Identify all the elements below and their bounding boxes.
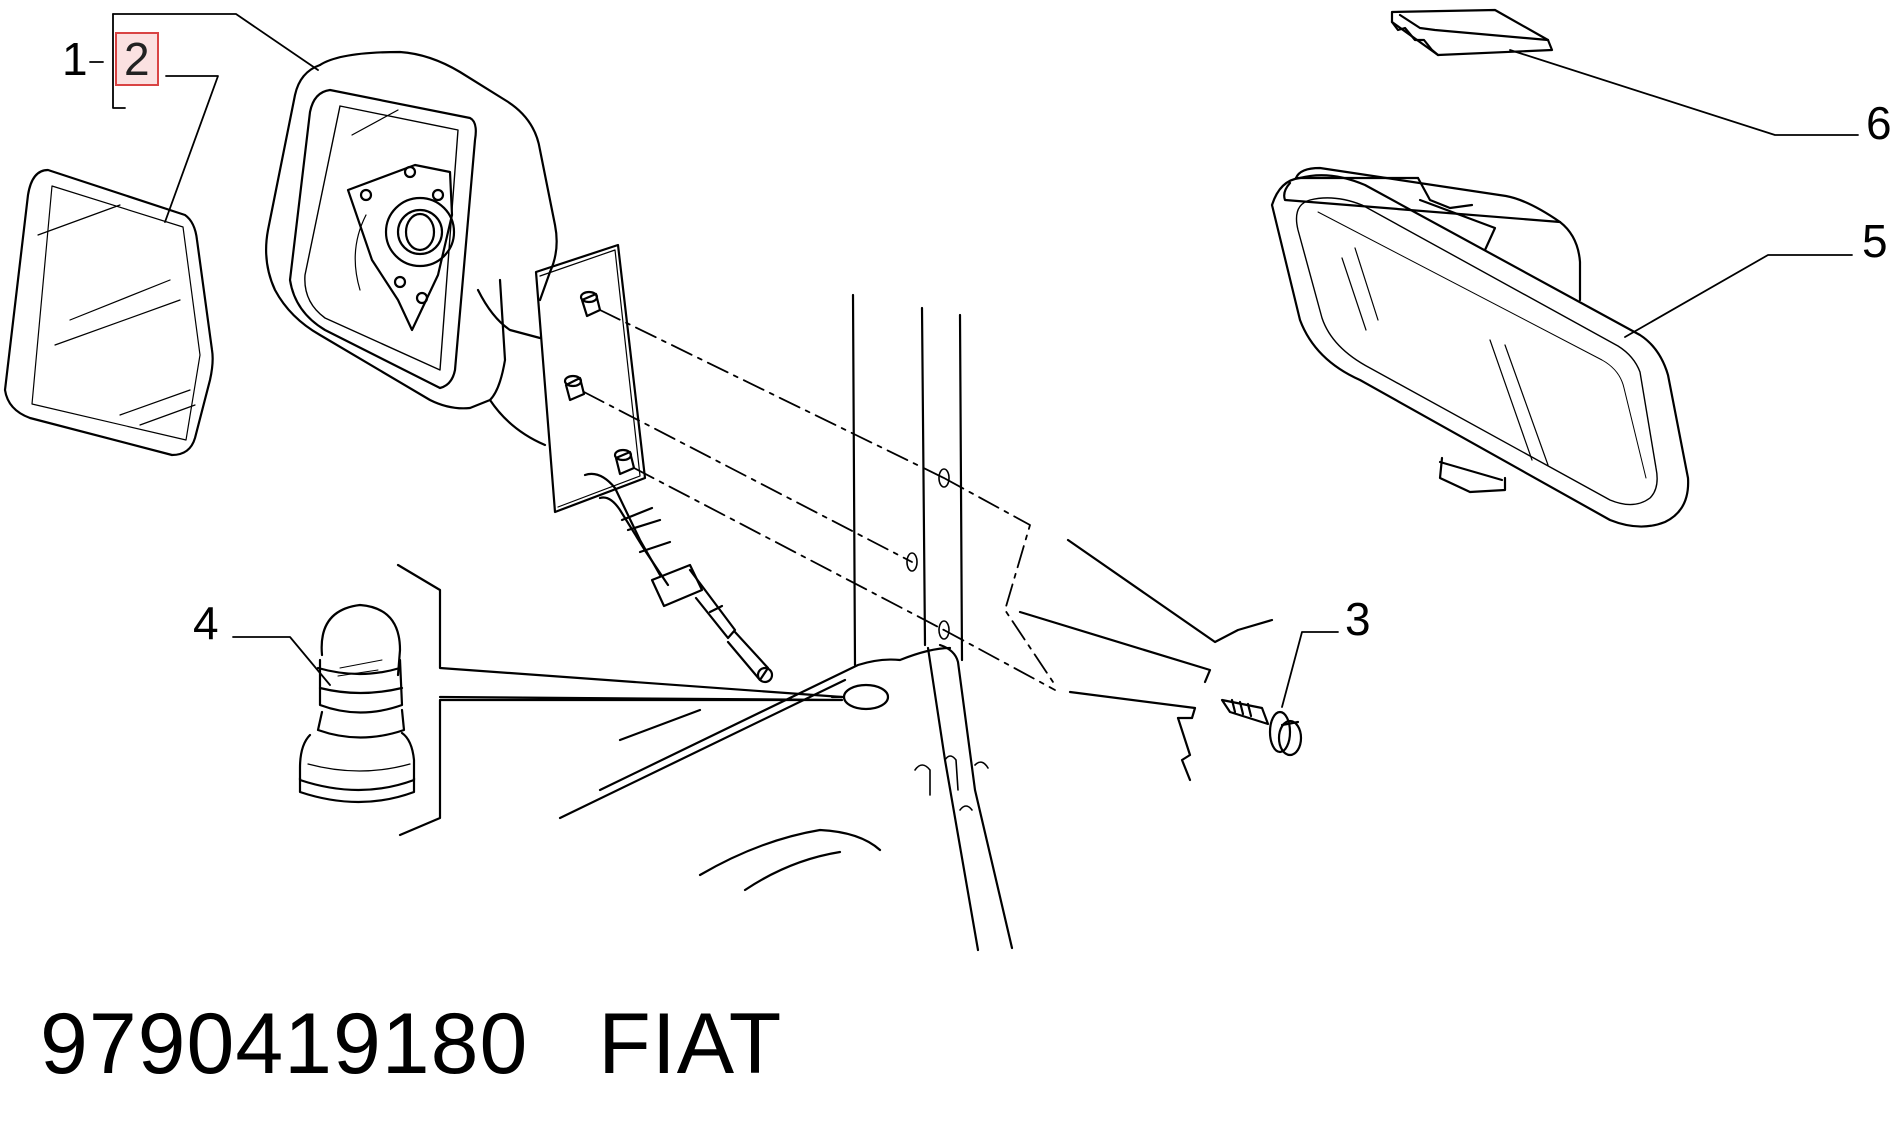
callout-leaders <box>89 13 1859 708</box>
callout-6: 6 <box>1866 97 1892 149</box>
grommet-part <box>298 603 416 804</box>
callout-2-highlighted: 2 <box>115 32 159 86</box>
mounting-plate <box>534 243 774 684</box>
callout-5: 5 <box>1862 215 1888 267</box>
exterior-mirror-housing <box>265 50 558 447</box>
interior-mirror-part <box>1270 166 1690 528</box>
screw-part <box>1018 538 1303 782</box>
mirror-glass-part <box>3 168 214 457</box>
part-number: 9790419180 <box>40 996 529 1092</box>
assembly-lines <box>583 309 1056 691</box>
cover-cap-part <box>1390 8 1554 57</box>
door-panel <box>558 293 1014 952</box>
callout-1: 1 <box>62 33 88 85</box>
callout-3: 3 <box>1345 593 1371 645</box>
brand-name: FIAT <box>598 996 783 1092</box>
callout-4: 4 <box>193 597 219 649</box>
footer-caption: 9790419180 FIAT <box>40 995 782 1094</box>
